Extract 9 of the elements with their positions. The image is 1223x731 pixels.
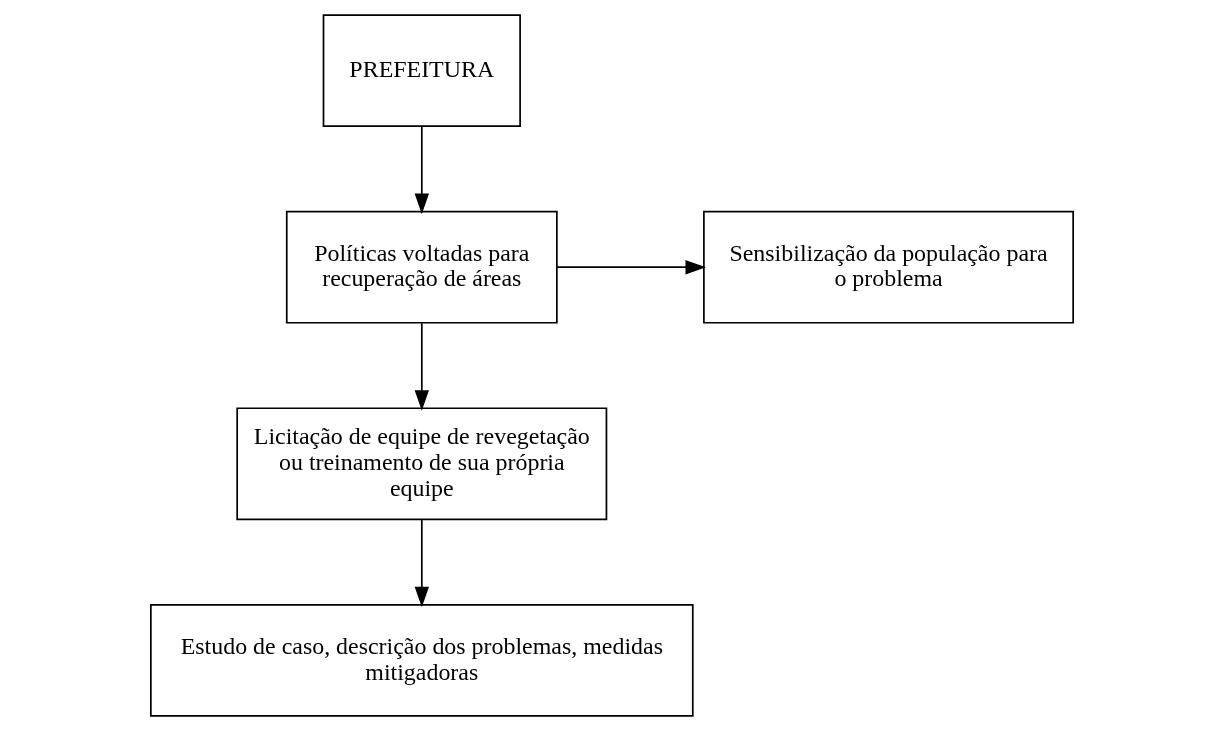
node-box: Licitação de equipe de revegetação ou treinamento de sua própria equipe <box>235 407 607 521</box>
arrow <box>414 322 429 411</box>
node-box: PREFEITURA <box>322 14 521 127</box>
node-box: Políticas voltadas para recuperação de áreas <box>285 210 558 324</box>
node-box: Estudo de caso, descrição dos problemas, medidas mitigadoras <box>149 604 694 717</box>
arrow <box>414 519 429 608</box>
arrow <box>555 260 706 275</box>
node-box: Sensibilização da população para o problema <box>702 210 1074 324</box>
arrow <box>414 125 429 215</box>
